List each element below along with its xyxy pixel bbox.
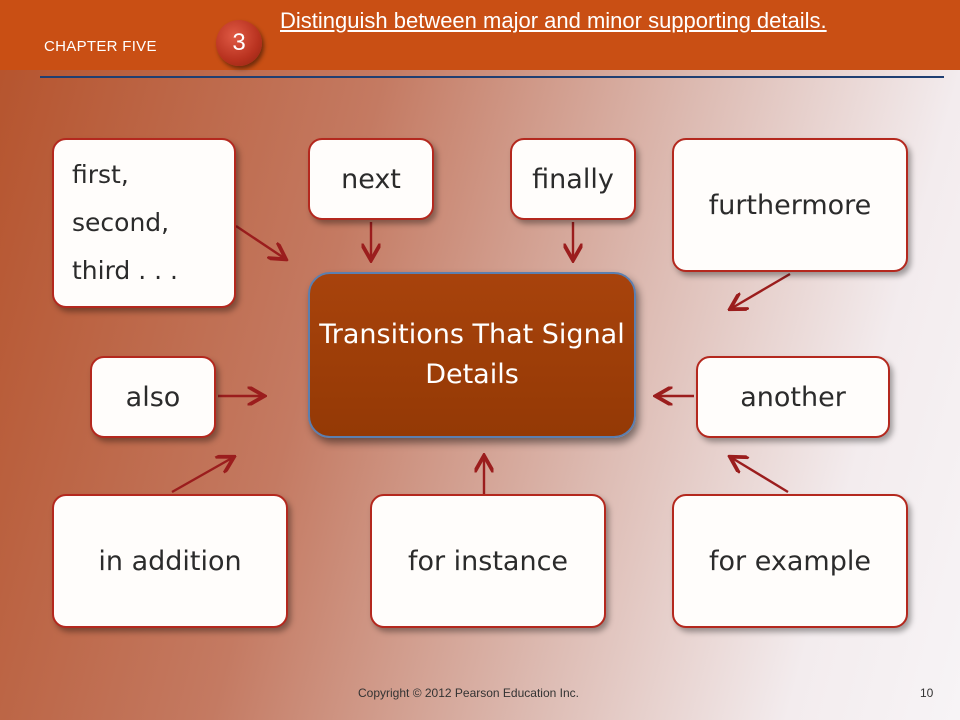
arrow-from-in-addition	[171, 458, 232, 494]
page-number: 10	[920, 686, 934, 700]
chapter-label: CHAPTER FIVE	[44, 38, 157, 55]
node-for-example-label: for example	[709, 545, 871, 577]
arrow-from-for-example	[732, 458, 789, 494]
node-for-example: for example	[672, 494, 908, 628]
node-next: next	[308, 138, 434, 220]
objective-number-badge: 3	[216, 20, 262, 66]
arrow-from-furthermore	[732, 272, 791, 308]
center-node-transitions: Transitions That Signal Details	[308, 272, 636, 438]
node-for-instance: for instance	[370, 494, 606, 628]
header-bar	[0, 0, 960, 70]
node-furthermore: furthermore	[672, 138, 908, 272]
node-first-second-third-label: first, second, third . . .	[72, 160, 178, 285]
node-another-label: another	[740, 381, 846, 413]
node-finally: finally	[510, 138, 636, 220]
node-also-label: also	[125, 381, 181, 413]
node-next-label: next	[341, 163, 401, 195]
node-another: another	[696, 356, 890, 438]
node-for-instance-label: for instance	[407, 545, 569, 577]
center-node-label: Transitions That Signal Details	[319, 319, 625, 390]
header-divider	[40, 76, 944, 78]
arrow-from-first	[235, 225, 284, 258]
node-furthermore-label: furthermore	[708, 189, 872, 221]
node-also: also	[90, 356, 216, 438]
copyright-notice: Copyright © 2012 Pearson Education Inc.	[358, 686, 579, 700]
node-in-addition: in addition	[52, 494, 288, 628]
node-in-addition-label: in addition	[98, 545, 242, 577]
node-first-second-third: first, second, third . . .	[52, 138, 236, 308]
node-finally-label: finally	[532, 163, 614, 195]
learning-objective-link[interactable]: Distinguish between major and minor supp…	[280, 8, 827, 33]
